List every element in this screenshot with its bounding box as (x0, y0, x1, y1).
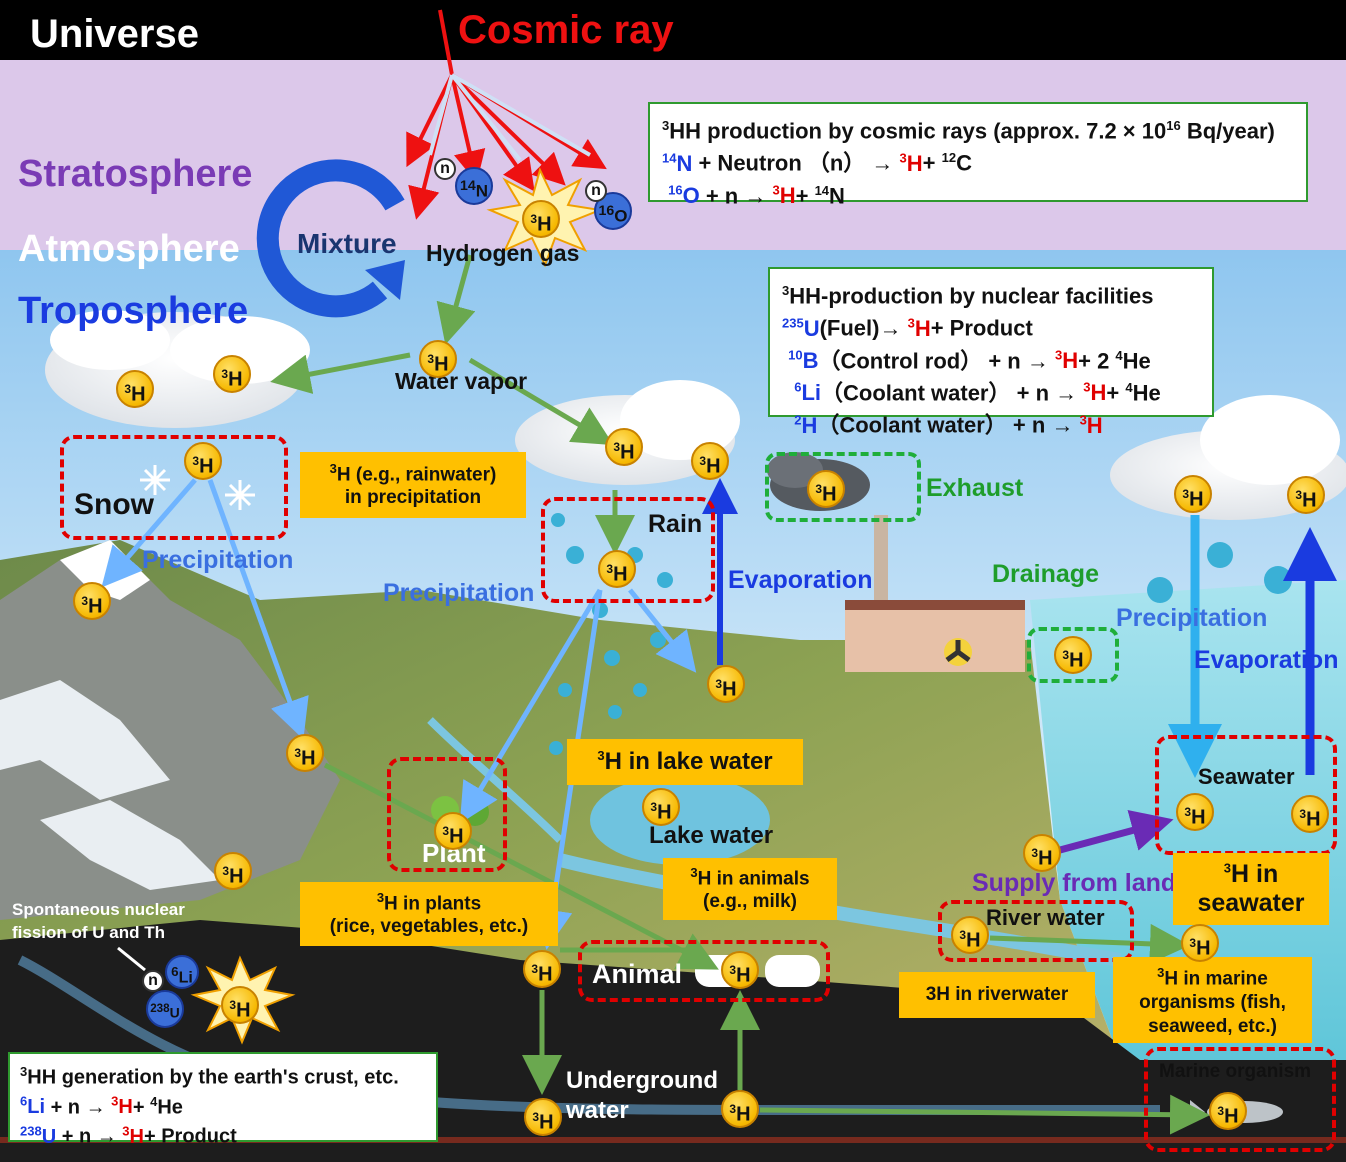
riverwater-line: 3H in riverwater (899, 984, 1095, 1006)
tritium-icon-valley: 3H (214, 852, 252, 890)
tritium-icon-land: 3H (707, 665, 745, 703)
tritium-icon-cloud-right-a: 3H (1174, 475, 1212, 513)
nuclear-line-4: 2H（Coolant water） + n → 3H (782, 406, 1200, 438)
underground-water-label: Underground water (566, 1066, 736, 1126)
tritium-icon-seawater-b: 3H (1291, 795, 1329, 833)
exhaust-label: Exhaust (926, 474, 1023, 503)
precip-line-1: 3H (e.g., rainwater) (300, 461, 526, 486)
river-water-label: River water (986, 905, 1105, 931)
tritium-icon-river: 3H (951, 916, 989, 954)
tritium-icon-animal: 3H (721, 951, 759, 989)
precipitation-label-left: Precipitation (142, 546, 293, 575)
nuclear-line-2: 10B（Control rod） + n → 3H+ 2 4He (782, 342, 1200, 374)
nuclear-facilities-box: 3HH-production by nuclear facilities 235… (768, 267, 1214, 417)
plants-line-2: (rice, vegetables, etc.) (300, 916, 558, 938)
cosmic-line-3: 16O + n → 3H+ 14N (662, 177, 1294, 209)
tritium-icon-river-mouth: 3H (1181, 924, 1219, 962)
tritium-icon-snow: 3H (184, 442, 222, 480)
hydrogen-gas-label: Hydrogen gas (426, 240, 579, 267)
seawater-line-2: seawater (1173, 889, 1329, 918)
marine-line-2: organisms (fish, (1113, 991, 1312, 1015)
lake-line: 3H in lake water (567, 748, 803, 776)
crust-generation-box: 3HH generation by the earth's crust, etc… (8, 1052, 438, 1142)
tritium-icon-supply: 3H (1023, 834, 1061, 872)
animals-line-1: 3H in animals (663, 865, 837, 890)
animals-line-2: (e.g., milk) (663, 891, 837, 913)
drainage-label: Drainage (992, 560, 1099, 589)
nuclear-line-3: 6Li（Coolant water） + n → 3H+ 4He (782, 374, 1200, 406)
uranium-atom: 238U (146, 990, 184, 1028)
neutron-icon: n (142, 970, 164, 992)
cosmic-line-1: 3HH production by cosmic rays (approx. 7… (662, 112, 1294, 144)
seawater-info-box: 3H in seawater (1173, 853, 1329, 925)
seawater-label: Seawater (1198, 764, 1295, 790)
evaporation-label-right: Evaporation (1194, 646, 1338, 675)
plants-info-box: 3H in plants (rice, vegetables, etc.) (300, 882, 558, 946)
rain-label: Rain (648, 510, 702, 539)
precip-line-2: in precipitation (300, 487, 526, 509)
atmosphere-label: Atmosphere (18, 228, 240, 271)
troposphere-label: Troposphere (18, 290, 248, 333)
animals-info-box: 3H in animals (e.g., milk) (663, 858, 837, 920)
tritium-icon-slope: 3H (286, 734, 324, 772)
tritium-icon-hydrogen-gas: 3H (522, 200, 560, 238)
marine-organism-label: Marine organism (1159, 1061, 1311, 1083)
tritium-icon-seawater-a: 3H (1176, 793, 1214, 831)
tritium-icon-fission: 3H (221, 986, 259, 1024)
tritium-icon-underground-b: 3H (721, 1090, 759, 1128)
tritium-icon-evaporation: 3H (691, 442, 729, 480)
plants-line-1: 3H in plants (300, 890, 558, 915)
tritium-icon-underground-a: 3H (524, 1098, 562, 1136)
tritium-icon-soil: 3H (523, 950, 561, 988)
tritium-icon-drainage: 3H (1054, 636, 1092, 674)
tritium-icon-marine: 3H (1209, 1092, 1247, 1130)
marine-line-1: 3H in marine (1113, 961, 1312, 991)
spontaneous-fission-label: Spontaneous nuclear fission of U and Th (12, 898, 232, 944)
tritium-icon-cloud-left-a: 3H (116, 370, 154, 408)
universe-label: Universe (30, 12, 199, 57)
neutron-icon: n (585, 180, 607, 202)
crust-title: 3HH generation by the earth's crust, etc… (20, 1060, 426, 1090)
nuclear-title: 3HH-production by nuclear facilities (782, 277, 1200, 309)
nitrogen-atom: 14N (455, 167, 493, 205)
supply-from-land-label: Supply from land (972, 869, 1176, 898)
nuclear-line-1: 235U(Fuel)→ 3H+ Product (782, 309, 1200, 341)
tritium-icon-rain: 3H (598, 550, 636, 588)
tritium-icon-plant: 3H (434, 812, 472, 850)
snow-label: Snow (74, 488, 154, 522)
marine-info-box: 3H in marine organisms (fish, seaweed, e… (1113, 957, 1312, 1043)
crust-line-1: 6Li + n → 3H+ 4He (20, 1090, 426, 1120)
riverwater-info-box: 3H in riverwater (899, 972, 1095, 1018)
tritium-icon-water-vapor: 3H (419, 340, 457, 378)
cosmic-ray-label: Cosmic ray (458, 8, 674, 53)
precipitation-label-center: Precipitation (383, 579, 534, 608)
crust-line-2: 238U + n → 3H+ Product (20, 1119, 426, 1149)
neutron-icon: n (434, 158, 456, 180)
seawater-line-1: 3H in (1173, 860, 1329, 889)
tritium-icon-exhaust: 3H (807, 470, 845, 508)
cosmic-production-box: 3HH production by cosmic rays (approx. 7… (648, 102, 1308, 202)
stratosphere-label: Stratosphere (18, 153, 252, 196)
precipitation-label-right: Precipitation (1116, 604, 1267, 633)
lithium-atom: 6Li (165, 955, 199, 989)
water-vapor-label: Water vapor (395, 368, 527, 395)
mixture-label: Mixture (297, 228, 397, 260)
animal-label: Animal (592, 959, 682, 990)
evaporation-label-center: Evaporation (728, 566, 872, 595)
marine-line-3: seaweed, etc.) (1113, 1015, 1312, 1039)
tritium-icon-cloud-right-b: 3H (1287, 476, 1325, 514)
tritium-icon-lake: 3H (642, 788, 680, 826)
cosmic-line-2: 14N + Neutron （n） → 3H+ 12C (662, 144, 1294, 176)
lake-water-info-box: 3H in lake water (567, 739, 803, 785)
tritium-icon-mountain: 3H (73, 582, 111, 620)
precipitation-info-box: 3H (e.g., rainwater) in precipitation (300, 452, 526, 518)
tritium-icon-cloud-center: 3H (605, 428, 643, 466)
tritium-icon-cloud-left-b: 3H (213, 355, 251, 393)
